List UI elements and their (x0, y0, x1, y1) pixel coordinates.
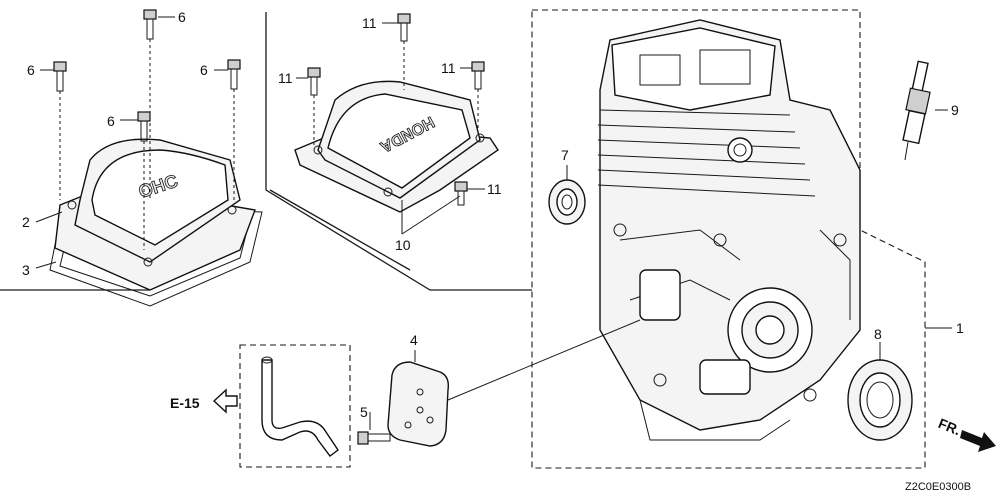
callout-10: 10 (395, 237, 411, 253)
group-boundaries (0, 9, 926, 469)
front-label: FR. (936, 415, 963, 438)
screw-5 (357, 431, 391, 445)
breather-hose (261, 356, 339, 457)
oil-seal-8 (847, 359, 913, 441)
callout-6-right: 6 (200, 62, 208, 78)
callout-1: 1 (956, 320, 964, 336)
head-cover-honda: HONDA (294, 80, 499, 213)
callout-11-lower: 11 (487, 181, 502, 197)
callout-6-top: 6 (178, 9, 186, 25)
callout-4: 4 (410, 332, 418, 348)
left-arrow-icon (212, 388, 238, 414)
callout-5: 5 (360, 404, 368, 420)
callout-11-top: 11 (362, 15, 377, 31)
head-cover-ohc: OHC (49, 138, 263, 307)
crankcase-1 (597, 19, 861, 441)
callout-9: 9 (951, 102, 959, 118)
callout-6-left: 6 (27, 62, 35, 78)
callout-11-left: 11 (278, 70, 293, 86)
callout-11-right: 11 (441, 60, 456, 76)
bolts (53, 9, 485, 250)
ref-e15-label: E-15 (170, 395, 200, 411)
callout-3: 3 (22, 262, 30, 278)
callouts: 6 6 6 6 2 3 11 11 11 11 10 7 8 9 1 4 5 (22, 9, 964, 420)
callout-7: 7 (561, 147, 569, 163)
diagram-code: Z2C0E0300B (905, 481, 971, 493)
front-arrow-icon (960, 430, 996, 452)
callout-2: 2 (22, 214, 30, 230)
front-arrow: FR. (936, 415, 996, 452)
leader-lines (35, 16, 952, 430)
bearing-7 (548, 179, 586, 225)
reference-arrow-e15: E-15 (170, 388, 238, 414)
callout-8: 8 (874, 326, 882, 342)
spark-plug-9 (902, 60, 931, 161)
breather-plate-4 (387, 361, 450, 447)
callout-6-middle: 6 (107, 113, 115, 129)
